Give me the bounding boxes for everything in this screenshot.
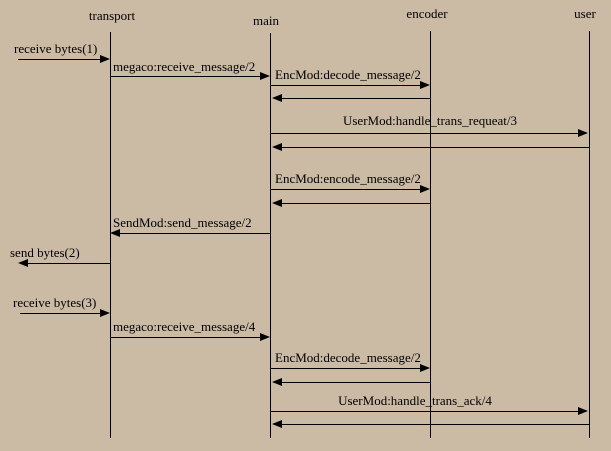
actor-label-main: main <box>253 13 279 28</box>
arrowhead-left-icon <box>272 378 282 386</box>
lifeline-encoder <box>430 31 431 438</box>
message-line <box>282 147 589 148</box>
message-line <box>282 424 589 425</box>
arrowhead-right-icon <box>420 185 430 193</box>
arrowhead-right-icon <box>420 364 430 372</box>
message-line <box>282 203 430 204</box>
message-label: megaco:receive_message/2 <box>113 59 256 74</box>
message-label: receive bytes(1) <box>14 41 98 56</box>
message-label: EncMod:encode_message/2 <box>275 171 421 186</box>
actor-label-user: user <box>574 6 596 21</box>
message-line <box>110 337 260 338</box>
actor-label-encoder: encoder <box>406 6 448 21</box>
message-label: UserMod:handle_trans_ack/4 <box>338 393 492 408</box>
message-line <box>282 98 430 99</box>
message-line <box>110 76 260 77</box>
lifeline-user <box>589 31 590 438</box>
arrowhead-right-icon <box>100 55 110 63</box>
arrowhead-right-icon <box>420 81 430 89</box>
message-line <box>270 411 578 412</box>
actor-label-transport: transport <box>88 8 136 23</box>
message-label: UserMod:handle_trans_requeat/3 <box>342 113 517 128</box>
message-line <box>270 368 420 369</box>
message-line <box>282 382 430 383</box>
message-label: receive bytes(3) <box>13 295 97 310</box>
arrowhead-right-icon <box>578 129 588 137</box>
arrowhead-right-icon <box>578 407 588 415</box>
message-label: EncMod:decode_message/2 <box>275 67 421 82</box>
message-label: send bytes(2) <box>10 245 80 260</box>
arrowhead-left-icon <box>110 229 120 237</box>
message-line <box>270 133 578 134</box>
lifeline-main <box>270 33 271 438</box>
message-line <box>270 85 420 86</box>
arrowhead-left-icon <box>272 420 282 428</box>
message-line <box>18 59 102 60</box>
message-line <box>20 313 102 314</box>
message-label: megaco:receive_message/4 <box>113 319 256 334</box>
message-line <box>28 263 110 264</box>
arrowhead-left-icon <box>272 199 282 207</box>
message-line <box>270 189 420 190</box>
message-label: SendMod:send_message/2 <box>113 215 252 230</box>
arrowhead-right-icon <box>260 72 270 80</box>
arrowhead-left-icon <box>18 259 28 267</box>
arrowhead-right-icon <box>100 309 110 317</box>
arrowhead-left-icon <box>272 143 282 151</box>
message-line <box>120 233 270 234</box>
arrowhead-right-icon <box>260 333 270 341</box>
message-label: EncMod:decode_message/2 <box>275 350 421 365</box>
arrowhead-left-icon <box>272 94 282 102</box>
